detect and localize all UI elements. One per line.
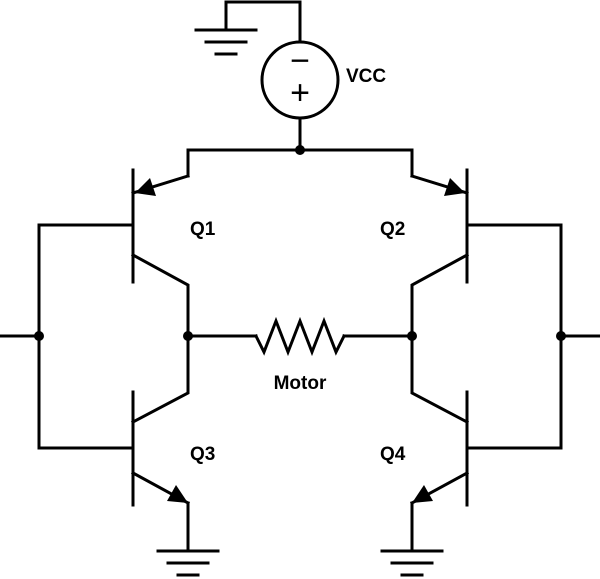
q4-emitter-arrow (412, 485, 433, 503)
q3-emitter-arrow (167, 485, 188, 503)
top-rail (186, 145, 414, 178)
right-base-network (465, 223, 600, 450)
q1-emitter-arrow (135, 178, 156, 196)
right-input-junction-dot (556, 331, 566, 341)
bottom-left-ground-symbol (156, 549, 220, 577)
transistor-q2 (410, 168, 470, 338)
motor-label: Motor (274, 373, 327, 394)
q2-emitter-arrow (444, 178, 465, 196)
transistor-q4 (409, 334, 470, 553)
source-plus-sign: + (290, 74, 310, 112)
q3-label: Q3 (190, 444, 215, 465)
vcc-voltage-source: − + (260, 40, 340, 152)
q1-label: Q1 (190, 219, 216, 240)
source-minus-sign: − (290, 42, 310, 80)
bottom-right-ground-symbol (380, 549, 444, 577)
motor-resistor (183, 316, 417, 357)
left-motor-junction-dot (183, 331, 193, 341)
left-base-network (0, 223, 135, 450)
q4-label: Q4 (380, 444, 406, 465)
transistor-q3 (130, 334, 191, 553)
transistor-q1 (130, 168, 190, 338)
top-ground-symbol (194, 0, 302, 56)
left-input-junction-dot (34, 331, 44, 341)
vcc-junction-dot (295, 145, 305, 155)
q2-label: Q2 (380, 219, 405, 240)
vcc-label: VCC (346, 66, 386, 87)
right-motor-junction-dot (407, 331, 417, 341)
